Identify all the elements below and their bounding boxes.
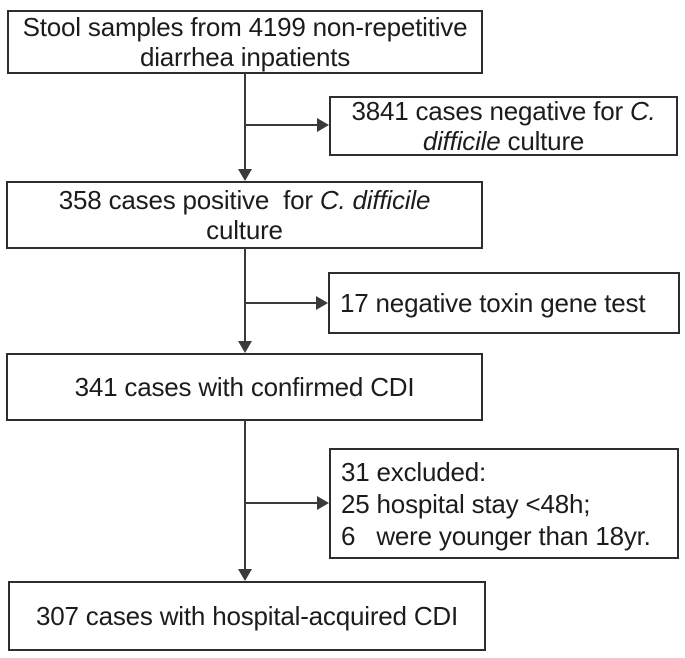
flow-box-text-line: 358 cases positive for C. difficile [58, 185, 431, 215]
flow-box-excluded: 31 excluded:25 hospital stay <48h;6 were… [329, 448, 679, 559]
flow-box-text-line: 31 excluded: [341, 456, 487, 487]
arrow-down-icon-2 [238, 341, 252, 353]
flow-box-text-line: difficile culture [422, 126, 585, 156]
connector-line-3 [244, 420, 246, 570]
flow-box-text-line: diarrhea inpatients [139, 42, 351, 72]
branch-line-3 [245, 502, 319, 504]
flow-box-hospital-acquired-cdi: 307 cases with hospital-acquired CDI [8, 581, 486, 651]
flow-box-negative-culture: 3841 cases negative for C.difficile cult… [329, 96, 678, 156]
flow-box-confirmed-cdi: 341 cases with confirmed CDI [6, 353, 483, 421]
flow-box-text-line: 307 cases with hospital-acquired CDI [35, 601, 459, 631]
flow-box-text-line: 25 hospital stay <48h; [341, 488, 591, 519]
flow-box-text-line: 6 were younger than 18yr. [341, 520, 651, 551]
branch-line-1 [245, 124, 319, 126]
connector-line-2 [244, 248, 246, 342]
flow-box-text-line: 3841 cases negative for C. [351, 96, 656, 126]
arrow-down-icon-1 [238, 169, 252, 181]
flow-box-text-line: 17 negative toxin gene test [340, 288, 646, 318]
connector-line-1 [244, 73, 246, 171]
flow-box-text-line: Stool samples from 4199 non-repetitive [22, 12, 468, 42]
arrow-right-icon-1 [317, 118, 329, 132]
flow-box-text-line: culture [206, 215, 283, 245]
branch-line-2 [245, 302, 318, 304]
arrow-down-icon-3 [238, 569, 252, 581]
arrow-right-icon-2 [316, 296, 328, 310]
flow-box-text-line: 341 cases with confirmed CDI [74, 372, 415, 402]
flow-box-negative-toxin: 17 negative toxin gene test [328, 272, 680, 334]
arrow-right-icon-3 [317, 496, 329, 510]
